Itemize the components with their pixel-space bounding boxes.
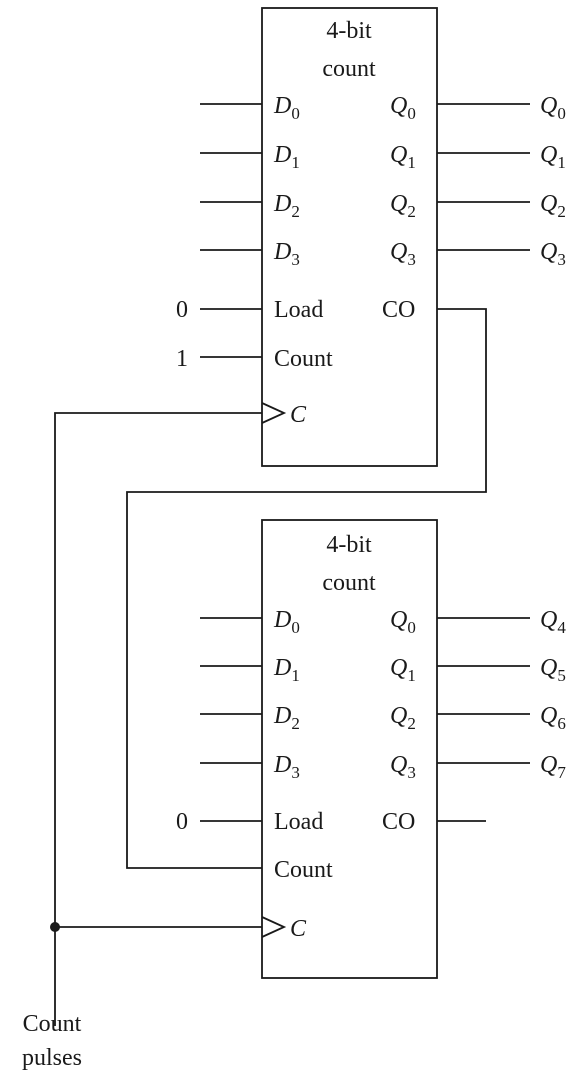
upper-d1-label: D1 xyxy=(273,142,300,172)
lower-out-q7-label: Q7 xyxy=(540,752,566,782)
upper-counter-title-line2: count xyxy=(322,56,376,82)
upper-load-value: 0 xyxy=(176,297,188,323)
lower-out-q6-label: Q6 xyxy=(540,703,566,733)
lower-counter-title-line2: count xyxy=(322,570,376,596)
lower-q2-label: Q2 xyxy=(390,703,416,733)
upper-count-value: 1 xyxy=(176,346,188,372)
lower-d3-label: D3 xyxy=(273,752,300,782)
lower-d1-label: D1 xyxy=(273,655,300,685)
upper-load-label: Load xyxy=(274,297,323,323)
upper-carry-label: CO xyxy=(382,297,415,323)
carry-to-count-wire xyxy=(126,308,487,869)
upper-count-label: Count xyxy=(274,346,333,372)
lower-q0-label: Q0 xyxy=(390,607,416,637)
upper-q2-label: Q2 xyxy=(390,191,416,221)
upper-d0-label: D0 xyxy=(273,93,300,123)
lower-q3-label: Q3 xyxy=(390,752,416,782)
lower-d2-label: D2 xyxy=(273,703,300,733)
upper-out-q0-label: Q0 xyxy=(540,93,566,123)
lower-load-value: 0 xyxy=(176,809,188,835)
lower-clock-label: C xyxy=(290,916,307,942)
lower-carry-label: CO xyxy=(382,809,415,835)
upper-d3-label: D3 xyxy=(273,239,300,269)
upper-out-q1-label: Q1 xyxy=(540,142,566,172)
lower-q1-label: Q1 xyxy=(390,655,416,685)
lower-out-q4-label: Q4 xyxy=(540,607,566,637)
upper-q3-label: Q3 xyxy=(390,239,416,269)
count-pulses-label-line2: pulses xyxy=(22,1045,82,1071)
lower-count-label: Count xyxy=(274,857,333,883)
lower-counter-box xyxy=(261,519,438,979)
count-pulses-label-line1: Count xyxy=(23,1011,82,1037)
upper-out-q3-label: Q3 xyxy=(540,239,566,269)
lower-clock-triangle xyxy=(261,916,287,938)
upper-d2-label: D2 xyxy=(273,191,300,221)
upper-counter-box xyxy=(261,7,438,467)
lower-load-label: Load xyxy=(274,809,323,835)
upper-clock-label: C xyxy=(290,402,307,428)
upper-clock-triangle xyxy=(261,402,287,424)
upper-q0-label: Q0 xyxy=(390,93,416,123)
lower-d0-label: D0 xyxy=(273,607,300,637)
lower-out-q5-label: Q5 xyxy=(540,655,566,685)
clock-junction-dot xyxy=(50,922,60,932)
clock-bus-wire xyxy=(54,412,262,1026)
upper-q1-label: Q1 xyxy=(390,142,416,172)
upper-counter-title-line1: 4-bit xyxy=(326,18,372,44)
upper-out-q2-label: Q2 xyxy=(540,191,566,221)
lower-counter-title-line1: 4-bit xyxy=(326,532,372,558)
